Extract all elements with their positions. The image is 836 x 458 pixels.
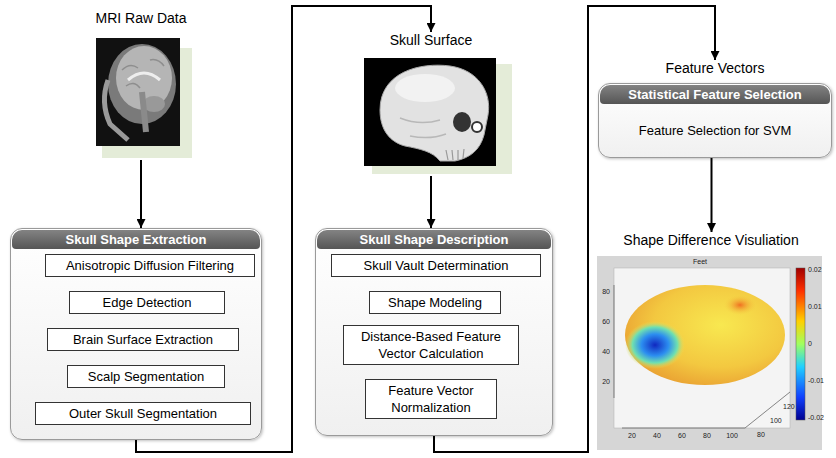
- step-label: Edge Detection: [103, 294, 192, 311]
- colorbar-tick: 0.02: [808, 266, 822, 274]
- plot-title: Feet: [693, 258, 707, 266]
- mri-background: [96, 38, 180, 146]
- mri-brainstem: [142, 92, 146, 132]
- stage-panel: Skull Shape DescriptionSkull Vault Deter…: [315, 228, 553, 436]
- flow-arrow: [140, 160, 142, 228]
- panel-body: Feature Selection for SVM: [599, 105, 831, 157]
- step-label: Feature Vector Normalization: [372, 382, 490, 416]
- axis-tick: 60: [678, 432, 686, 440]
- axis-tick: 120: [783, 403, 795, 411]
- process-box: Feature Vector Normalization: [365, 379, 497, 419]
- skull-highlight: [395, 74, 455, 102]
- plot-axis-lines: [614, 285, 790, 428]
- skull-teeth: [446, 149, 464, 160]
- stage-panel: Skull Shape ExtractionAnisotropic Diffus…: [10, 228, 262, 440]
- axis-tick: 20: [628, 432, 636, 440]
- colorbar-tick: -0.01: [808, 377, 824, 385]
- axis-tick: 100: [726, 432, 738, 440]
- step-label: Skull Vault Determination: [364, 257, 509, 274]
- image-node: Skull Surface: [362, 32, 500, 176]
- axis-tick: 80: [757, 431, 765, 439]
- skull-background: [364, 58, 496, 166]
- mri-face: [104, 80, 128, 140]
- step-label: Scalp Segmentation: [88, 368, 204, 385]
- axis-tick: 60: [602, 318, 610, 326]
- surface-spot: [625, 321, 685, 369]
- process-box: Brain Surface Extraction: [47, 328, 239, 351]
- flow-arrow: [430, 176, 432, 228]
- panel-frame: Statistical Feature SelectionFeature Sel…: [598, 83, 832, 158]
- colorbar: [796, 268, 805, 420]
- stage-panel: Feature VectorsStatistical Feature Selec…: [598, 60, 832, 158]
- colorbar-tick: 0.01: [808, 303, 822, 311]
- process-box: Edge Detection: [69, 291, 225, 314]
- process-box: Scalp Segmentation: [67, 365, 225, 388]
- panel-header: Skull Shape Description: [317, 230, 551, 249]
- axis-tick: 100: [770, 417, 782, 425]
- surface-spot: [724, 295, 756, 315]
- panel-header: Skull Shape Extraction: [12, 230, 260, 249]
- step-label: Brain Surface Extraction: [73, 331, 213, 348]
- skull-cranium: [380, 65, 489, 161]
- axis-tick: 80: [703, 432, 711, 440]
- skull-sutures: [400, 118, 446, 138]
- process-box: Outer Skull Segmentation: [35, 402, 251, 425]
- step-label: Distance-Based Feature Vector Calculatio…: [350, 328, 512, 362]
- image-node: MRI Raw Data: [85, 10, 197, 160]
- panel-header: Statistical Feature Selection: [600, 85, 830, 104]
- axis-tick: 20: [602, 378, 610, 386]
- skull-shape-surface: [625, 285, 785, 385]
- step-label: Shape Modeling: [388, 294, 482, 311]
- process-box: Anisotropic Diffusion Filtering: [45, 254, 255, 277]
- colorbar-tick: -0.02: [808, 414, 824, 422]
- skull-marker: [472, 122, 482, 132]
- stage-title: Feature Vectors: [598, 60, 832, 77]
- skull-orbit: [453, 112, 471, 132]
- step-label: Outer Skull Segmentation: [69, 405, 217, 422]
- axis-tick: 80: [602, 288, 610, 296]
- process-box: Shape Modeling: [369, 291, 501, 314]
- image-title: Skull Surface: [362, 32, 500, 49]
- process-box: Distance-Based Feature Vector Calculatio…: [343, 325, 519, 365]
- axis-tick: 40: [653, 432, 661, 440]
- image-title: Shape Difference Visuliation: [597, 232, 825, 249]
- mri-gyri: [122, 60, 164, 88]
- mri-corpus-callosum: [128, 73, 160, 80]
- plot-figure: [597, 256, 822, 450]
- step-label: Anisotropic Diffusion Filtering: [66, 257, 234, 274]
- process-box: Skull Vault Determination: [331, 254, 541, 277]
- flow-arrow: [711, 158, 713, 232]
- plot-axes: [614, 268, 790, 428]
- colorbar-tick: 0: [808, 340, 812, 348]
- axis-tick: 40: [602, 348, 610, 356]
- image-node: Shape Difference Visuliation: [597, 232, 825, 452]
- image-title: MRI Raw Data: [85, 10, 197, 27]
